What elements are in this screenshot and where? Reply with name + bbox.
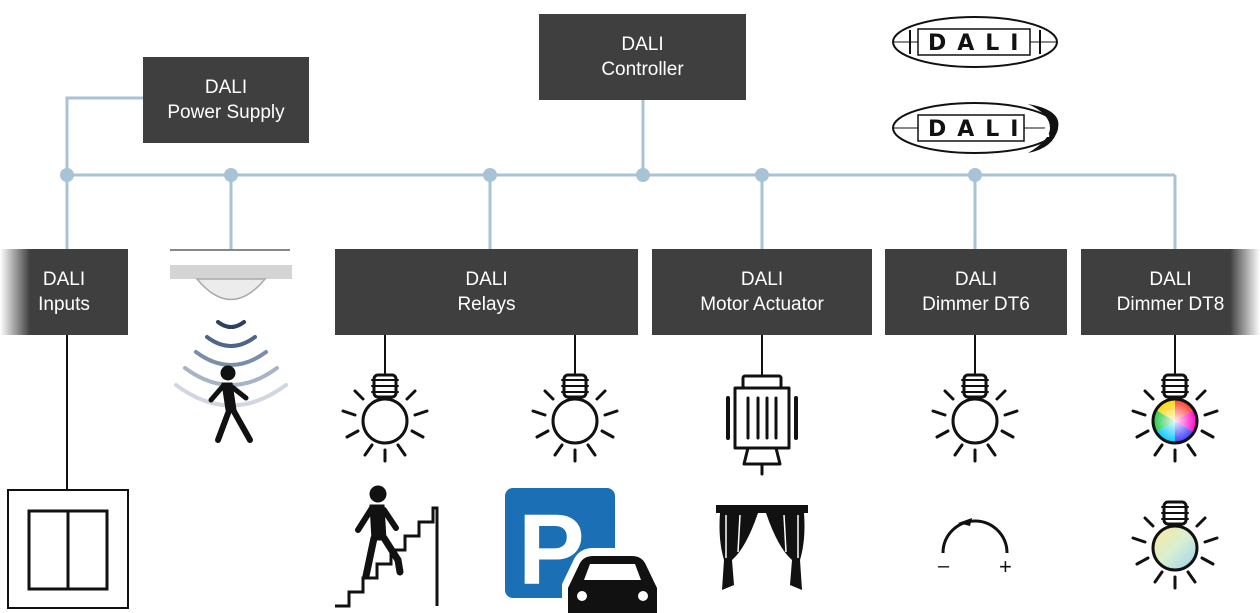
dali-inputs-box: DALI Inputs [0,249,128,335]
motion-sensor-icon [170,249,292,443]
inputs-label-line2: Inputs [38,294,90,315]
controller-label-line1: DALI [621,34,664,55]
dali-logo [892,16,1058,68]
dali-dimmer-dt8-box: DALI Dimmer DT8 [1081,249,1260,335]
dali2-logo [892,102,1059,154]
dali-dimmer-dt6-box: DALI Dimmer DT6 [885,249,1067,335]
dt6-label-line1: DALI [954,269,998,290]
junction-dot [968,168,982,182]
motor-icon [726,374,798,476]
junction-dot [755,168,769,182]
curtain-icon [716,505,808,590]
bulb-icon [931,373,1019,463]
bulb-icon [531,373,619,463]
dt8-label-line2: Dimmer DT8 [1116,294,1225,315]
relays-label-line2: Relays [457,294,516,315]
tunable-white-bulb-icon [1131,500,1219,590]
dali2-logo-text: DALI [928,117,1030,142]
rgb-bulb-icon [1131,373,1219,463]
motor-label-line1: DALI [740,269,784,290]
dali-logo-text: DALI [928,31,1030,56]
dali-motor-actuator-box: DALI Motor Actuator [652,249,872,335]
dali-controller-box: DALI Controller [539,14,746,100]
dali-power-supply-box: DALI Power Supply [143,57,309,143]
drop-lines [66,335,1176,490]
relays-label-line1: DALI [465,269,508,290]
junction-dot [483,168,497,182]
power-supply-label-line2: Power Supply [167,102,285,123]
power-supply-link [65,96,143,175]
junction-dot [636,168,650,182]
junction-dot [60,168,74,182]
dt6-label-line2: Dimmer DT6 [922,294,1030,315]
junction-dot [224,168,238,182]
dali2-logo-suffix: 2 [1037,118,1051,142]
dimmer-arc-icon [941,518,1009,554]
motor-label-line2: Motor Actuator [700,294,824,315]
parking-icon: P [505,488,664,613]
dali-bus-lines [65,96,1177,250]
tunable-white-fill [1154,527,1196,569]
wall-switch-icon [7,489,129,609]
dimmer-plus-label: + [999,554,1012,579]
dimmer-minus-label: – [938,555,950,577]
dali-relays-box: DALI Relays [335,249,638,335]
stairs-walker-icon [335,485,439,608]
inputs-label-line1: DALI [42,269,86,290]
bus-junctions [60,168,982,182]
dt8-label-line1: DALI [1149,269,1192,290]
bulb-icon [341,373,429,463]
controller-label-line2: Controller [601,59,684,80]
power-supply-label-line1: DALI [204,77,248,98]
